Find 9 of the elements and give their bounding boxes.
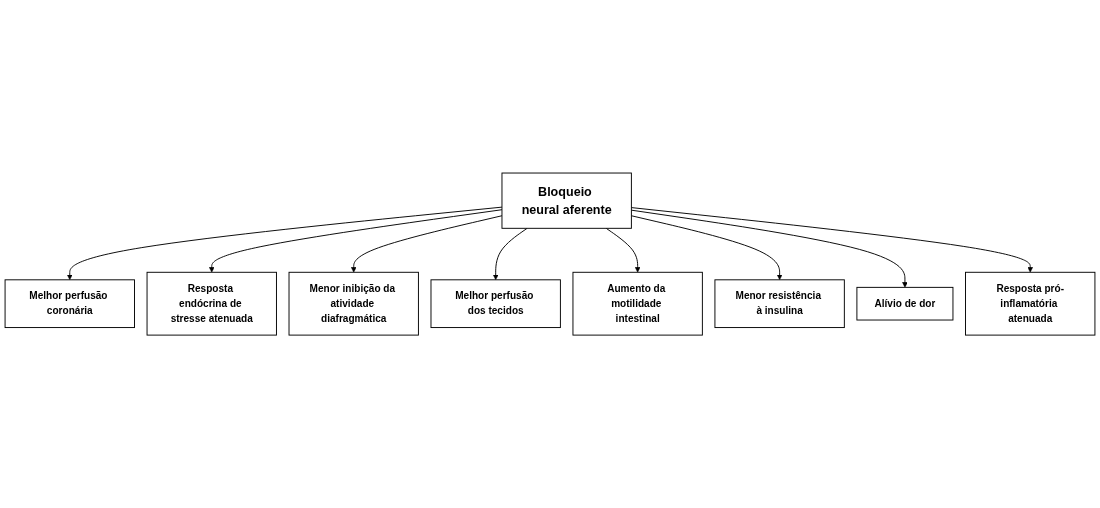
node-box: Menor resistência à insulina bbox=[714, 279, 845, 328]
node-box: Bloqueio neural aferente bbox=[501, 172, 632, 229]
node-box: Alívio de dor bbox=[856, 286, 954, 321]
node-box: Aumento da motilidade intestinal bbox=[572, 271, 703, 336]
node-box: Menor inibição da atividade diafragmática bbox=[288, 271, 419, 336]
node-box: Melhor perfusão dos tecidos bbox=[430, 279, 561, 328]
node-box: Melhor perfusão coronária bbox=[4, 279, 135, 328]
node-box: Resposta pró-inflamatória atenuada bbox=[965, 271, 1096, 336]
node-box: Resposta endócrina de stresse atenuada bbox=[146, 271, 277, 336]
